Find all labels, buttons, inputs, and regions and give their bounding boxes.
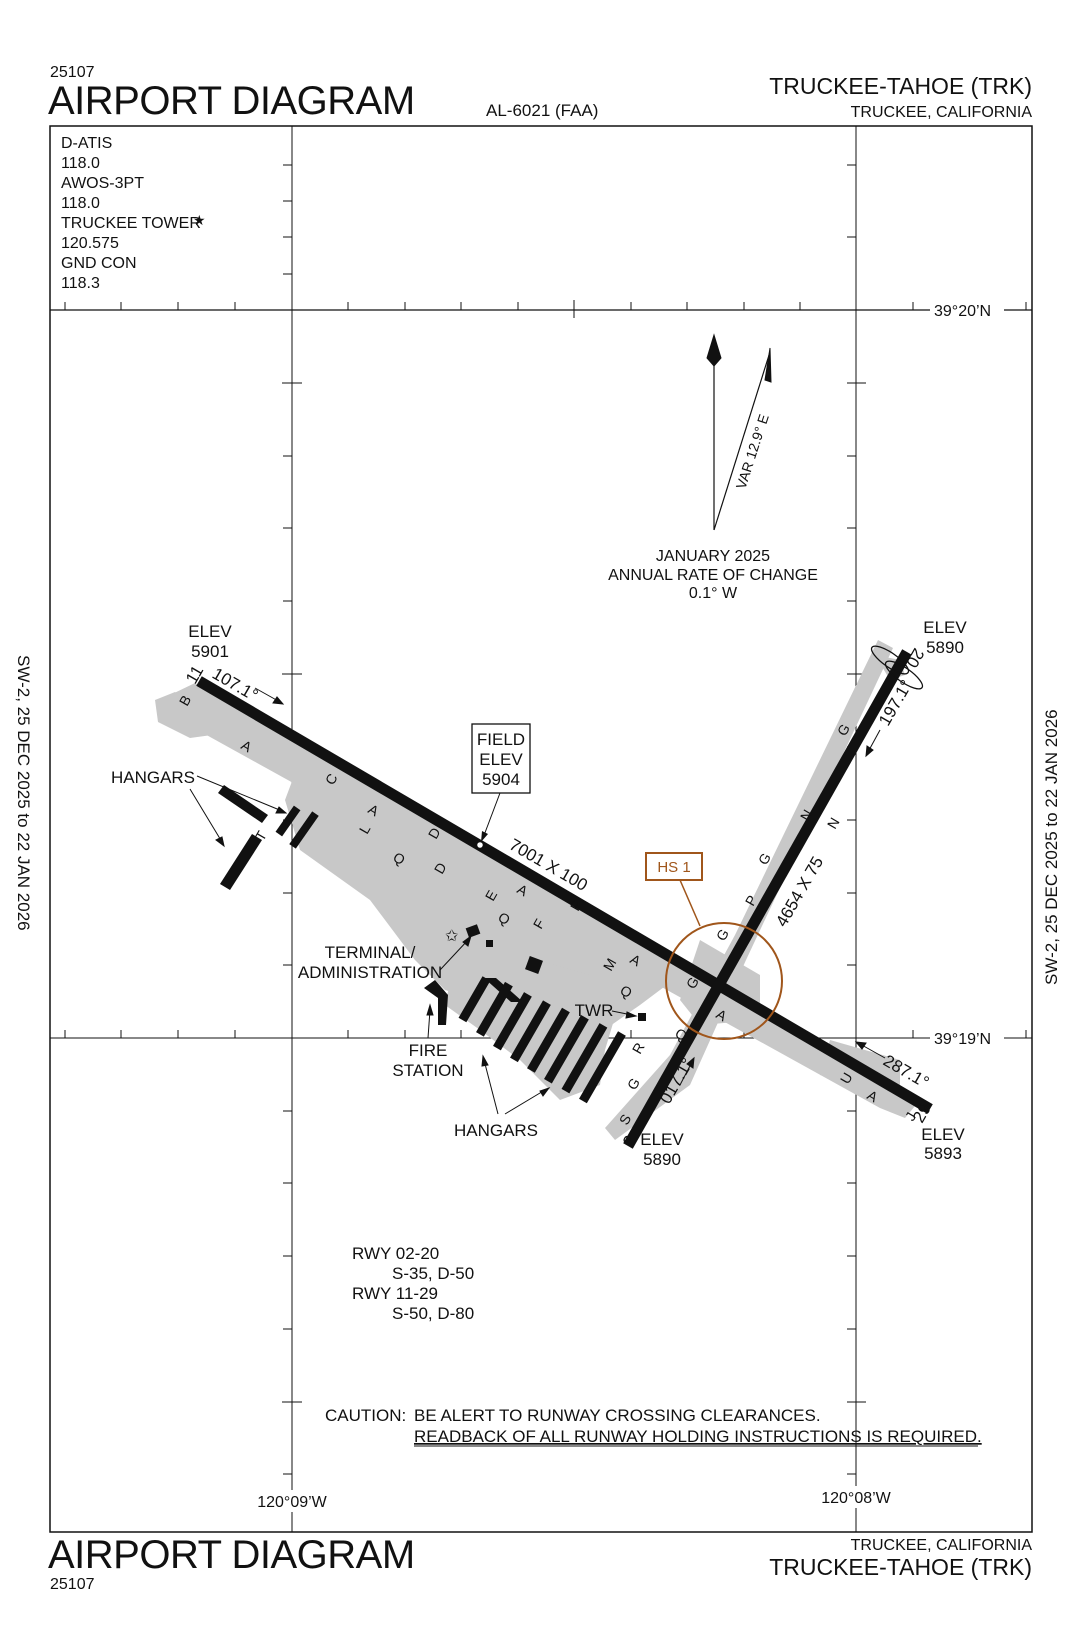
terminal-label-line2: ADMINISTRATION xyxy=(298,963,442,982)
hangar-buildings-nw xyxy=(218,785,319,890)
approach-lights-icon xyxy=(870,645,924,690)
freq-line: 118.3 xyxy=(61,275,100,292)
variation-rate-value: 0.1° W xyxy=(689,585,738,602)
chart-number-bottom: 25107 xyxy=(50,1576,95,1593)
heading-arrow-20-icon xyxy=(865,729,881,758)
runway-11-29 xyxy=(196,676,933,1114)
chart-frame xyxy=(49,125,1033,1533)
hangars-nw-pointers xyxy=(189,775,288,848)
taxiway-label: G xyxy=(713,926,732,943)
latitude-label-mid: 39°19’N xyxy=(934,1031,991,1048)
field-elev-line2: ELEV xyxy=(479,750,523,769)
footer-title: AIRPORT DIAGRAM xyxy=(48,1533,415,1577)
fire-station-label-line1: FIRE xyxy=(409,1041,448,1060)
airport-name-bottom: TRUCKEE-TAHOE (TRK) xyxy=(769,1554,1032,1580)
procedure-id: AL-6021 (FAA) xyxy=(486,101,598,120)
fire-station-pointer xyxy=(426,1003,434,1039)
freq-line: D-ATIS xyxy=(61,135,112,152)
freq-line: 118.0 xyxy=(61,155,100,172)
weight-bearing-rwy1: RWY 02-20 xyxy=(352,1244,439,1263)
tower-pointer xyxy=(611,1010,638,1019)
heading-arrow-11-icon xyxy=(254,687,285,705)
terminal-label-line1: TERMINAL/ xyxy=(325,943,416,962)
caution-prefix: CAUTION: xyxy=(325,1406,406,1425)
runway-2-elev-label: ELEV xyxy=(640,1130,684,1149)
page-title: AIRPORT DIAGRAM xyxy=(48,79,415,123)
tower-star-icon: ★ xyxy=(193,212,206,228)
runway-11-elev-label: ELEV xyxy=(188,622,232,641)
frequency-box: D-ATIS 118.0 AWOS-3PT 118.0 TRUCKEE TOWE… xyxy=(61,135,206,292)
taxiway-label: N xyxy=(824,815,843,832)
hangars-label-s: HANGARS xyxy=(454,1121,538,1140)
weight-bearing-rwy2-values: S-50, D-80 xyxy=(392,1304,474,1323)
longitude-label-left: 120°09’W xyxy=(257,1494,327,1511)
runway-11-elev: 5901 xyxy=(191,642,229,661)
location-top: TRUCKEE, CALIFORNIA xyxy=(851,104,1033,121)
effective-dates-right: SW-2, 25 DEC 2025 to 22 JAN 2026 xyxy=(1042,709,1061,985)
taxiway-label: R xyxy=(629,1040,648,1057)
runway-designator-20: 20 xyxy=(902,645,928,671)
terminal-pointer xyxy=(439,934,472,971)
runway-20-elev: 5890 xyxy=(926,638,964,657)
runway-29-elev: 5893 xyxy=(924,1144,962,1163)
hot-spot-label: HS 1 xyxy=(657,859,690,876)
caution-line1: BE ALERT TO RUNWAY CROSSING CLEARANCES. xyxy=(414,1406,821,1425)
tower-building xyxy=(638,1013,646,1021)
field-elev-line1: FIELD xyxy=(477,730,525,749)
location-bottom: TRUCKEE, CALIFORNIA xyxy=(851,1537,1033,1554)
field-elevation-box: FIELD ELEV 5904 xyxy=(471,723,531,842)
terminal-buildings xyxy=(424,924,646,1025)
chart-number-top: 25107 xyxy=(50,64,95,81)
variation-date: JANUARY 2025 xyxy=(656,548,770,565)
beacon-icon: ✩ xyxy=(445,928,459,945)
hangar-buildings-s xyxy=(458,956,626,1104)
freq-line: TRUCKEE TOWER xyxy=(61,215,201,232)
heading-arrow-29-icon xyxy=(854,1041,886,1059)
variation-rate-label: ANNUAL RATE OF CHANGE xyxy=(608,567,818,584)
latitude-label-top: 39°20’N xyxy=(934,303,991,320)
longitude-label-right: 120°08’W xyxy=(821,1490,891,1507)
weight-bearing-rwy2: RWY 11-29 xyxy=(352,1284,438,1303)
runway-02-20 xyxy=(623,649,912,1149)
runway-20-elev-label: ELEV xyxy=(923,618,967,637)
hot-spot: HS 1 xyxy=(645,852,783,1040)
effective-dates-left: SW-2, 25 DEC 2025 to 22 JAN 2026 xyxy=(14,655,33,931)
freq-line: 120.575 xyxy=(61,235,119,252)
freq-line: 118.0 xyxy=(61,195,100,212)
runway-29-elev-label: ELEV xyxy=(921,1125,965,1144)
tower-label: TWR xyxy=(575,1001,614,1020)
hangars-s-pointers xyxy=(481,1054,551,1115)
weight-bearing-rwy1-values: S-35, D-50 xyxy=(392,1264,474,1283)
field-elev-value: 5904 xyxy=(482,770,520,789)
field-elev-point xyxy=(475,840,485,850)
runway-2-elev: 5890 xyxy=(643,1150,681,1169)
heading-arrow-02-icon xyxy=(679,1056,695,1086)
hangars-label-nw: HANGARS xyxy=(111,768,195,787)
freq-line: AWOS-3PT xyxy=(61,175,144,192)
airport-name-top: TRUCKEE-TAHOE (TRK) xyxy=(769,73,1032,99)
fire-station-label-line2: STATION xyxy=(392,1061,463,1080)
lat-lon-grid xyxy=(50,126,1032,1532)
north-arrow-icon xyxy=(706,333,772,531)
caution-line2: READBACK OF ALL RUNWAY HOLDING INSTRUCTI… xyxy=(414,1427,982,1446)
freq-line: GND CON xyxy=(61,255,137,272)
